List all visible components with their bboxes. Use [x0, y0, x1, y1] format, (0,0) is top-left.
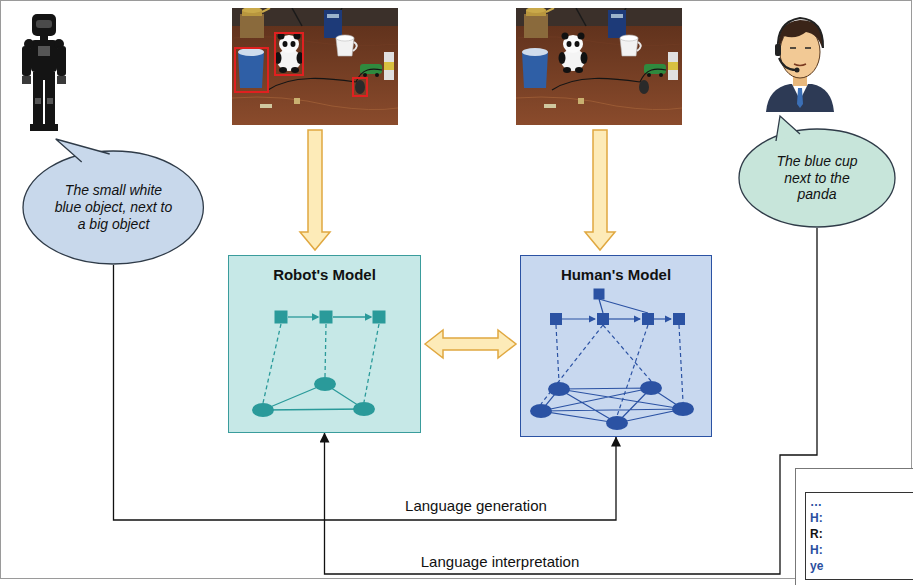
- graphical-model-part-part: [320, 311, 333, 324]
- graphical-model-part-part: [640, 381, 662, 395]
- double-arrow: [425, 330, 516, 358]
- human-icon-part: [790, 47, 811, 49]
- detection-boxes-part: [235, 48, 268, 92]
- graphical-model-part-part: [642, 313, 654, 325]
- bubble-tail: [776, 116, 800, 141]
- robot-icon-part: [47, 98, 53, 104]
- robot-icon-part: [38, 46, 50, 56]
- robot-icon-part: [35, 98, 41, 104]
- graphical-model-part-part: [599, 299, 648, 313]
- detection-boxes-part: [275, 33, 303, 75]
- bubble-tail-edge: [56, 139, 110, 162]
- bubble-ellipse: [739, 129, 895, 227]
- human-icon-part: [794, 64, 806, 66]
- graphical-model-part-part: [562, 318, 595, 319]
- model-title: Robot's Model: [229, 266, 420, 284]
- robot-icon-part: [22, 46, 31, 76]
- view-arrows-part: [585, 130, 615, 250]
- dialogue-panel: …H:R:H:ye: [795, 468, 913, 585]
- robot-icon-part: [57, 46, 66, 76]
- dialogue-line: ye: [810, 559, 823, 574]
- robot-icon-part: [57, 76, 66, 84]
- edge-label: Language interpretation: [419, 553, 581, 571]
- graphical-model-part-part: [541, 325, 683, 416]
- dialogue-line: …: [810, 495, 822, 510]
- bubble-text: The small white blue object, next to a b…: [53, 182, 173, 232]
- human-icon-part: [766, 84, 834, 112]
- graphical-model-part: [541, 299, 683, 423]
- dialogue-line: H:: [810, 511, 823, 526]
- graphical-model-part-part: [275, 311, 288, 324]
- robot-icon: [22, 14, 66, 131]
- graphical-model-part-part: [548, 382, 570, 396]
- graphical-model-part-part: [263, 384, 364, 410]
- detection-boxes: [235, 33, 367, 96]
- graphical-model-part-part: [673, 313, 685, 325]
- graphical-model-part: [263, 317, 379, 410]
- human-icon-part: [797, 88, 803, 108]
- human-icon-part: [779, 58, 796, 70]
- graphical-model-part-part: [606, 416, 628, 430]
- human-view-photo: [516, 7, 682, 125]
- robot-icon-part: [40, 36, 48, 40]
- speech-bubble: The blue cup next to the panda: [738, 128, 896, 228]
- dialogue-box: …H:R:H:ye: [805, 492, 913, 580]
- graphical-model-part-part: [314, 377, 336, 391]
- graphical-model-part-part: [263, 324, 379, 403]
- robot-icon-part: [44, 124, 58, 131]
- view-arrows: [300, 130, 615, 250]
- graphical-model-part-part: [654, 318, 671, 319]
- view-arrows-part: [300, 130, 330, 250]
- human-icon: [766, 18, 834, 112]
- bubble-text: The blue cup next to the panda: [767, 153, 867, 203]
- graphical-model-part: [530, 289, 694, 431]
- graphical-model-part-part: [597, 313, 609, 325]
- human-icon-part: [795, 68, 800, 73]
- graphical-model-part-part: [550, 313, 562, 325]
- graphical-model-part-part: [609, 318, 640, 319]
- robot-view-photo: [232, 7, 398, 125]
- robot-icon-part: [33, 80, 43, 124]
- edge-label: Language generation: [403, 497, 549, 515]
- dialogue-line: H:: [810, 543, 823, 558]
- graphical-model-part-part: [288, 316, 318, 317]
- graphical-model-part-part: [594, 289, 605, 300]
- robot-icon-part: [33, 72, 55, 80]
- human-icon-part: [775, 44, 781, 56]
- speech-text: The blue cup next to the panda: [767, 153, 867, 203]
- robot-icon-part: [22, 76, 31, 84]
- graphical-model-part-part: [672, 402, 694, 416]
- graphical-model-part-part: [252, 403, 274, 417]
- bubble-tail: [56, 139, 110, 162]
- robot-icon-part: [30, 124, 44, 131]
- robot-icon-part: [36, 20, 52, 28]
- speech-text: The small white blue object, next to a b…: [53, 182, 173, 232]
- graphical-model-part: [252, 311, 386, 418]
- dialogue-line: R:: [810, 527, 823, 542]
- model-title: Human's Model: [521, 266, 711, 284]
- graphical-model-part-part: [353, 402, 375, 416]
- detection-boxes-part: [353, 78, 367, 96]
- robot-icon-part: [45, 80, 55, 124]
- model-box: Robot's Model: [228, 255, 421, 433]
- model-box: Human's Model: [520, 255, 712, 437]
- graphical-model: [521, 256, 713, 438]
- human-icon-part: [778, 18, 823, 50]
- graphical-model-part-part: [373, 311, 386, 324]
- robot-icon-part: [31, 40, 57, 72]
- robot-icon-part: [32, 14, 56, 36]
- bubble-ellipse: [23, 151, 203, 264]
- graphical-model-part-part: [530, 404, 552, 418]
- graphical-model-part-part: [333, 316, 371, 317]
- bubble-tail-edge: [776, 116, 800, 141]
- speech-bubble: The small white blue object, next to a b…: [22, 150, 204, 265]
